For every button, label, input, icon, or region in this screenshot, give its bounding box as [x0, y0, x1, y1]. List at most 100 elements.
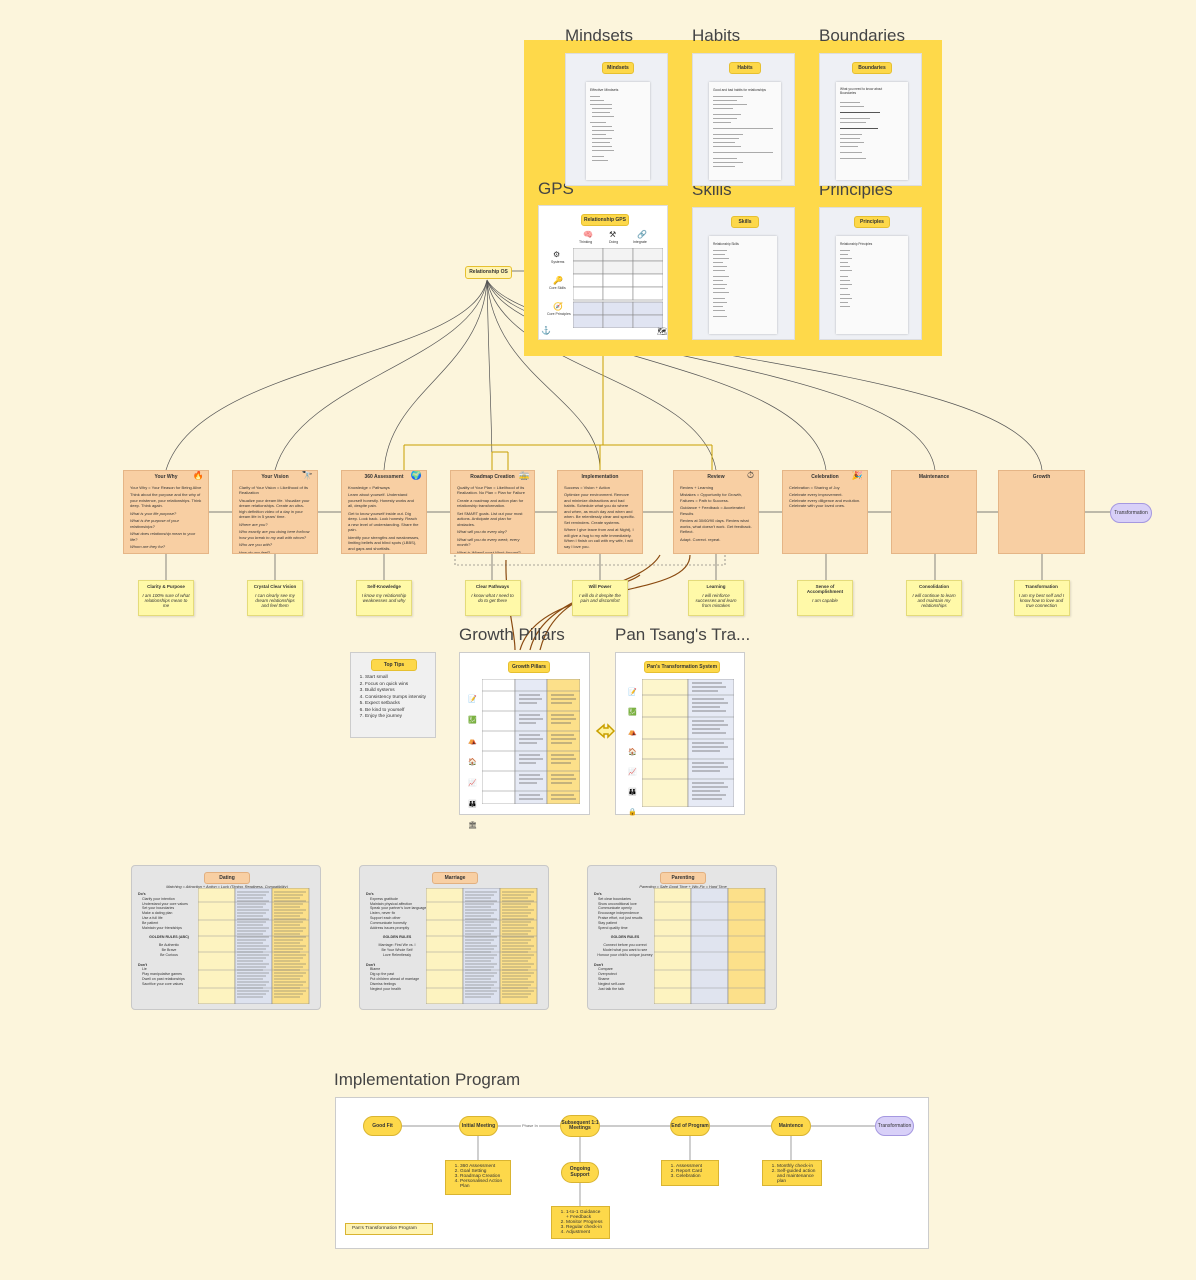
hub-to-your-vision [274, 279, 488, 471]
note-title: Clear Pathways [475, 584, 510, 589]
pan-system-panel[interactable]: Pan's Transformation System 📝💹⛺🏠📈👪🔒 [615, 652, 745, 816]
stage-card-4[interactable]: Roadmap Creation🚋Quality of Your Plan = … [450, 470, 535, 554]
dont-item: Dismiss feelings [370, 981, 396, 986]
stage-body-line: Celebration = Sharing of Joy [789, 484, 840, 490]
golden-rule-item: Be Your Whole Self [381, 947, 413, 952]
impl-node-transformation[interactable]: Transformation [875, 1116, 914, 1136]
impl-note-ongoing: 1-to-1 Guidance + FeedbackMonitor Progre… [551, 1206, 610, 1239]
do-item: Stay patient [598, 920, 617, 925]
golden-rule-item: Be Curious [160, 952, 178, 957]
stage-title: Celebration [811, 474, 839, 480]
do-item: Listen, never fix [370, 911, 396, 916]
stage-card-2[interactable]: Your Vision🔭Clarity of Your Vision = Lik… [232, 470, 318, 554]
do-item: Be patient [142, 920, 159, 925]
impl-node-good-fit[interactable]: Good Fit [363, 1116, 402, 1136]
growth-pillars-chip: Growth Pillars [508, 661, 550, 673]
top-tip-item: Consistency trumps intensity [365, 695, 426, 702]
principles-chip: Principles [854, 216, 890, 228]
map-icon: 🗺 [657, 327, 668, 336]
gps-col-thinking: Thinking [579, 240, 593, 244]
note-title: Crystal Clear Vision [253, 584, 297, 589]
transformation-pill[interactable]: Transformation [1110, 503, 1152, 523]
gps-chip: Relationship GPS [581, 214, 629, 226]
golden-rules-heading: GOLDEN RULES [610, 935, 640, 940]
impl-node-maintenance[interactable]: Maintence [771, 1116, 811, 1136]
pan-system-title: Pan Tsang's Tra... [615, 625, 751, 644]
mindsets-paper: Effective Mindsets [586, 82, 650, 180]
stage-card-1[interactable]: Your Why🔥Your Why = Your Reason for Bein… [123, 470, 209, 554]
impl-node-initial-meeting[interactable]: Initial Meeting [459, 1116, 498, 1136]
impl-node-subsequent-meetings[interactable]: Subsequent 1:1 Meetings [560, 1115, 600, 1137]
hub-to-your-why [165, 279, 488, 471]
frame-title-mindsets: Mindsets [565, 26, 634, 45]
top-tip-item: Be kind to yourself [365, 708, 426, 715]
stage-body-line: What are their meanings to you? [130, 551, 188, 554]
impl-node-end-of-program[interactable]: End of Program [670, 1116, 710, 1136]
impl-list-item: Monitor Progress [566, 1220, 604, 1225]
gps-row-core-skills: Core Skills [549, 286, 566, 290]
golden-rule-item: Connect before you correct [603, 943, 647, 948]
stage-icon: 🔭 [301, 470, 313, 480]
top-tip-item: Start small [365, 675, 426, 682]
pan-system-icons: 📝💹⛺🏠📈👪🔒 [628, 689, 637, 816]
impl-list-item: Report Card [676, 1169, 713, 1174]
note-body: I am capable [812, 598, 838, 603]
skills-doc[interactable]: Skills Relationship Skills [692, 207, 795, 340]
stage-body-line: Clarity of Your Vision = Likelihood of i… [239, 484, 308, 496]
dos-heading: Do's [366, 892, 374, 896]
principles-doc[interactable]: Principles Relationship Principles [819, 207, 922, 340]
note-title: Self-Knowledge [367, 584, 401, 589]
stage-body-line: Quality of Your Plan = Likelihood of its… [457, 484, 525, 496]
frame-title-gps: GPS [538, 179, 574, 198]
stage-body-line: Mistakes = Opportunity for Growth, Failu… [680, 492, 742, 503]
top-tips-panel[interactable]: Top Tips Start smallFocus on quick winsB… [350, 652, 436, 738]
mindsets-doc[interactable]: Mindsets Effective Mindsets [565, 53, 668, 186]
stage-title: Growth [1032, 474, 1051, 480]
do-item: Set your boundaries [142, 906, 175, 911]
gps-col-integrate: Integrate [633, 240, 647, 244]
boundaries-doc[interactable]: Boundaries What you need to know about B… [819, 53, 922, 186]
stage-body-line: What is the purpose of your relationship… [130, 518, 179, 529]
stage-title: Roadmap Creation [470, 474, 515, 480]
note-title: Clarity & Purpose [147, 584, 185, 589]
stage-card-8[interactable]: Maintenance [891, 470, 977, 554]
impl-node-ongoing-support[interactable]: Ongoing Support [561, 1162, 599, 1183]
dont-item: Neglect your health [370, 986, 401, 991]
stage-card-7[interactable]: Celebration🎉Celebration = Sharing of Joy… [782, 470, 868, 554]
gray-panel-subtitle: Parenting = Safe Good Time + Win-Fix = H… [639, 885, 727, 889]
stage-card-9[interactable]: Growth [998, 470, 1085, 554]
impl-panel [335, 1097, 929, 1249]
growth-pillars-panel[interactable]: Growth Pillars 📝💹⛺🏠📈👪🏛 [459, 652, 590, 829]
stage-body-line: Optimize your environment. Remove and mi… [564, 492, 635, 525]
principles-doc-heading: Relationship Principles [840, 242, 873, 246]
stage-body-line: Create a roadmap and action plan for rel… [457, 497, 524, 509]
impl-list-item: Monthly check-in [777, 1164, 816, 1169]
habits-doc-heading: Good and bad habits for relationships [713, 88, 766, 92]
gray-panel-chip: Marriage [432, 872, 478, 884]
relationship-os-hub[interactable]: Relationship OS [465, 266, 512, 279]
growth-pillars-table [482, 679, 580, 804]
frame-title-boundaries: Boundaries [819, 26, 906, 45]
habits-doc[interactable]: Habits Good and bad habits for relations… [692, 53, 795, 186]
stage-body-line: Where are you? [239, 521, 268, 527]
link-icon: 🔗 [637, 230, 647, 239]
gps-doc[interactable]: Relationship GPS 🧠 ⚒ 🔗 Thinking Doing In… [538, 205, 668, 340]
do-item: Address issues promptly [370, 925, 410, 930]
